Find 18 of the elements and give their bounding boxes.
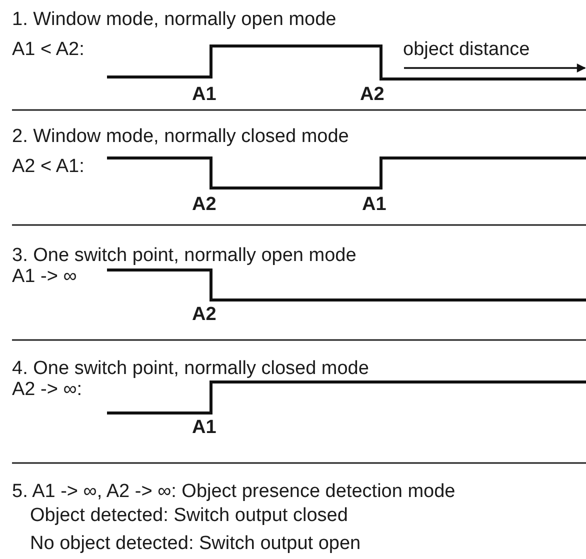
switch-point-label: A1 (362, 195, 386, 214)
switch-point-label: A2 (192, 195, 216, 214)
section-heading: 2. Window mode, normally closed mode (12, 127, 349, 146)
note-text: Object detected: Switch output closed (30, 506, 348, 525)
switch-point-label: A2 (192, 305, 216, 324)
section-heading: 3. One switch point, normally open mode (12, 246, 356, 265)
switch-point-label: A1 (192, 85, 216, 104)
section-heading: 1. Window mode, normally open mode (12, 10, 336, 29)
condition-text: A1 < A2: (12, 40, 84, 59)
section-heading: 4. One switch point, normally closed mode (12, 359, 369, 378)
condition-text: A2 < A1: (12, 157, 84, 176)
switch-point-label: A1 (192, 418, 216, 437)
switch-point-label: A2 (360, 85, 384, 104)
condition-text: A2 -> ∞: (12, 380, 82, 399)
note-text: No object detected: Switch output open (30, 534, 361, 553)
note-text: 5. A1 -> ∞, A2 -> ∞: Object presence detection mode (12, 482, 456, 501)
condition-text: A1 -> ∞ (12, 267, 77, 286)
axis-label: object distance (403, 40, 530, 59)
